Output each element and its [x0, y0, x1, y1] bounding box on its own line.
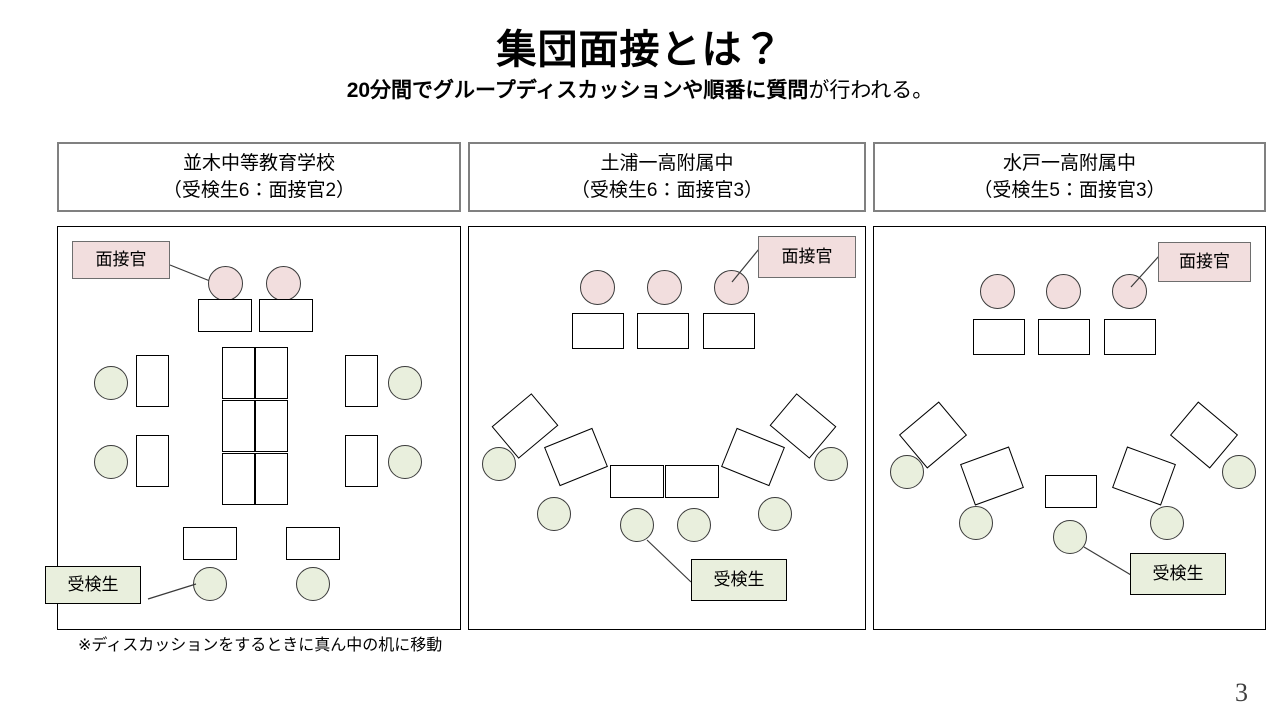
student-desk	[1112, 446, 1176, 506]
interviewer-desk	[1038, 319, 1090, 355]
seating-diagram-mito: 面接官 受検生	[873, 226, 1266, 630]
callout-interviewer-text: 面接官	[95, 250, 147, 269]
interviewer-desk	[259, 299, 313, 332]
student-desk	[665, 465, 719, 498]
student-seat	[890, 455, 924, 489]
student-seat	[1150, 506, 1184, 540]
student-seat	[94, 366, 128, 400]
center-table	[222, 347, 255, 399]
panel-mito: 水戸一高附属中 （受検生5：面接官3） 面接官	[873, 142, 1266, 630]
seating-diagram-tsuchiura: 面接官 受検生	[468, 226, 866, 630]
school-composition: （受検生6：面接官3）	[570, 180, 764, 201]
seating-diagram-namiki: 面接官	[57, 226, 461, 630]
subtitle-emphasis: 20分間でグループディスカッションや順番に質問	[346, 79, 809, 102]
callout-interviewer-label: 面接官	[1158, 242, 1251, 282]
callout-interviewer-text: 面接官	[781, 247, 833, 266]
interviewer-desk	[1104, 319, 1156, 355]
school-name: 並木中等教育学校	[182, 153, 335, 174]
interviewer-seat	[580, 270, 615, 305]
student-desk	[345, 355, 378, 407]
interviewer-seat	[980, 274, 1015, 309]
interviewer-desk	[637, 313, 689, 349]
student-seat	[677, 508, 711, 542]
student-desk	[136, 435, 169, 487]
interviewer-seat	[647, 270, 682, 305]
center-table	[222, 400, 255, 452]
subtitle-tail: が行われる。	[808, 79, 934, 102]
student-seat	[193, 567, 227, 601]
callout-student-text: 受検生	[713, 570, 765, 589]
school-composition: （受検生5：面接官3）	[973, 180, 1166, 201]
student-seat	[1053, 520, 1087, 554]
student-seat	[620, 508, 654, 542]
student-seat	[296, 567, 330, 601]
student-seat	[758, 497, 792, 531]
callout-student-label: 受検生	[691, 559, 787, 601]
callout-student-text: 受検生	[1152, 564, 1204, 583]
student-desk	[1045, 475, 1097, 508]
callout-student-text: 受検生	[67, 575, 119, 594]
interviewer-desk	[572, 313, 624, 349]
student-desk	[183, 527, 237, 560]
student-desk	[136, 355, 169, 407]
page-number: 3	[1235, 678, 1248, 707]
student-desk	[345, 435, 378, 487]
callout-student-label: 受検生	[45, 566, 141, 604]
panel-namiki: 並木中等教育学校 （受検生6：面接官2） 面接官	[45, 142, 461, 630]
student-seat	[388, 366, 422, 400]
student-seat	[482, 447, 516, 481]
panel-tsuchiura: 土浦一高附属中 （受検生6：面接官3） 面接官	[468, 142, 866, 630]
student-seat	[388, 445, 422, 479]
interviewer-seat	[1112, 274, 1147, 309]
school-name: 土浦一高附属中	[600, 153, 734, 174]
interviewer-seat	[266, 266, 301, 301]
interviewer-seat	[208, 266, 243, 301]
student-seat	[537, 497, 571, 531]
callout-student-label: 受検生	[1130, 553, 1226, 595]
student-desk	[610, 465, 664, 498]
interviewer-seat	[714, 270, 749, 305]
center-table	[255, 347, 288, 399]
student-seat	[814, 447, 848, 481]
student-seat	[959, 506, 993, 540]
footnote: ※ディスカッションをするときに真ん中の机に移動	[78, 637, 443, 654]
school-name: 水戸一高附属中	[1002, 153, 1136, 174]
student-desk	[286, 527, 340, 560]
panel-header-namiki: 並木中等教育学校 （受検生6：面接官2）	[57, 142, 461, 212]
school-composition: （受検生6：面接官2）	[162, 180, 356, 201]
panel-header-mito: 水戸一高附属中 （受検生5：面接官3）	[873, 142, 1266, 212]
interviewer-desk	[198, 299, 252, 332]
interviewer-desk	[973, 319, 1025, 355]
interviewer-seat	[1046, 274, 1081, 309]
callout-interviewer-text: 面接官	[1179, 252, 1230, 271]
student-seat	[1222, 455, 1256, 489]
callout-interviewer-label: 面接官	[72, 241, 170, 279]
center-table	[255, 453, 288, 505]
student-desk	[544, 427, 608, 487]
title-block: 集団面接とは？ 20分間でグループディスカッションや順番に質問が行われる。	[0, 26, 1280, 104]
student-desk	[960, 446, 1024, 506]
panel-header-tsuchiura: 土浦一高附属中 （受検生6：面接官3）	[468, 142, 866, 212]
interviewer-desk	[703, 313, 755, 349]
page-subtitle: 20分間でグループディスカッションや順番に質問が行われる。	[0, 78, 1280, 104]
student-desk	[721, 427, 785, 487]
page-title: 集団面接とは？	[496, 28, 784, 72]
center-table	[255, 400, 288, 452]
callout-interviewer-label: 面接官	[758, 236, 856, 278]
center-table	[222, 453, 255, 505]
student-seat	[94, 445, 128, 479]
